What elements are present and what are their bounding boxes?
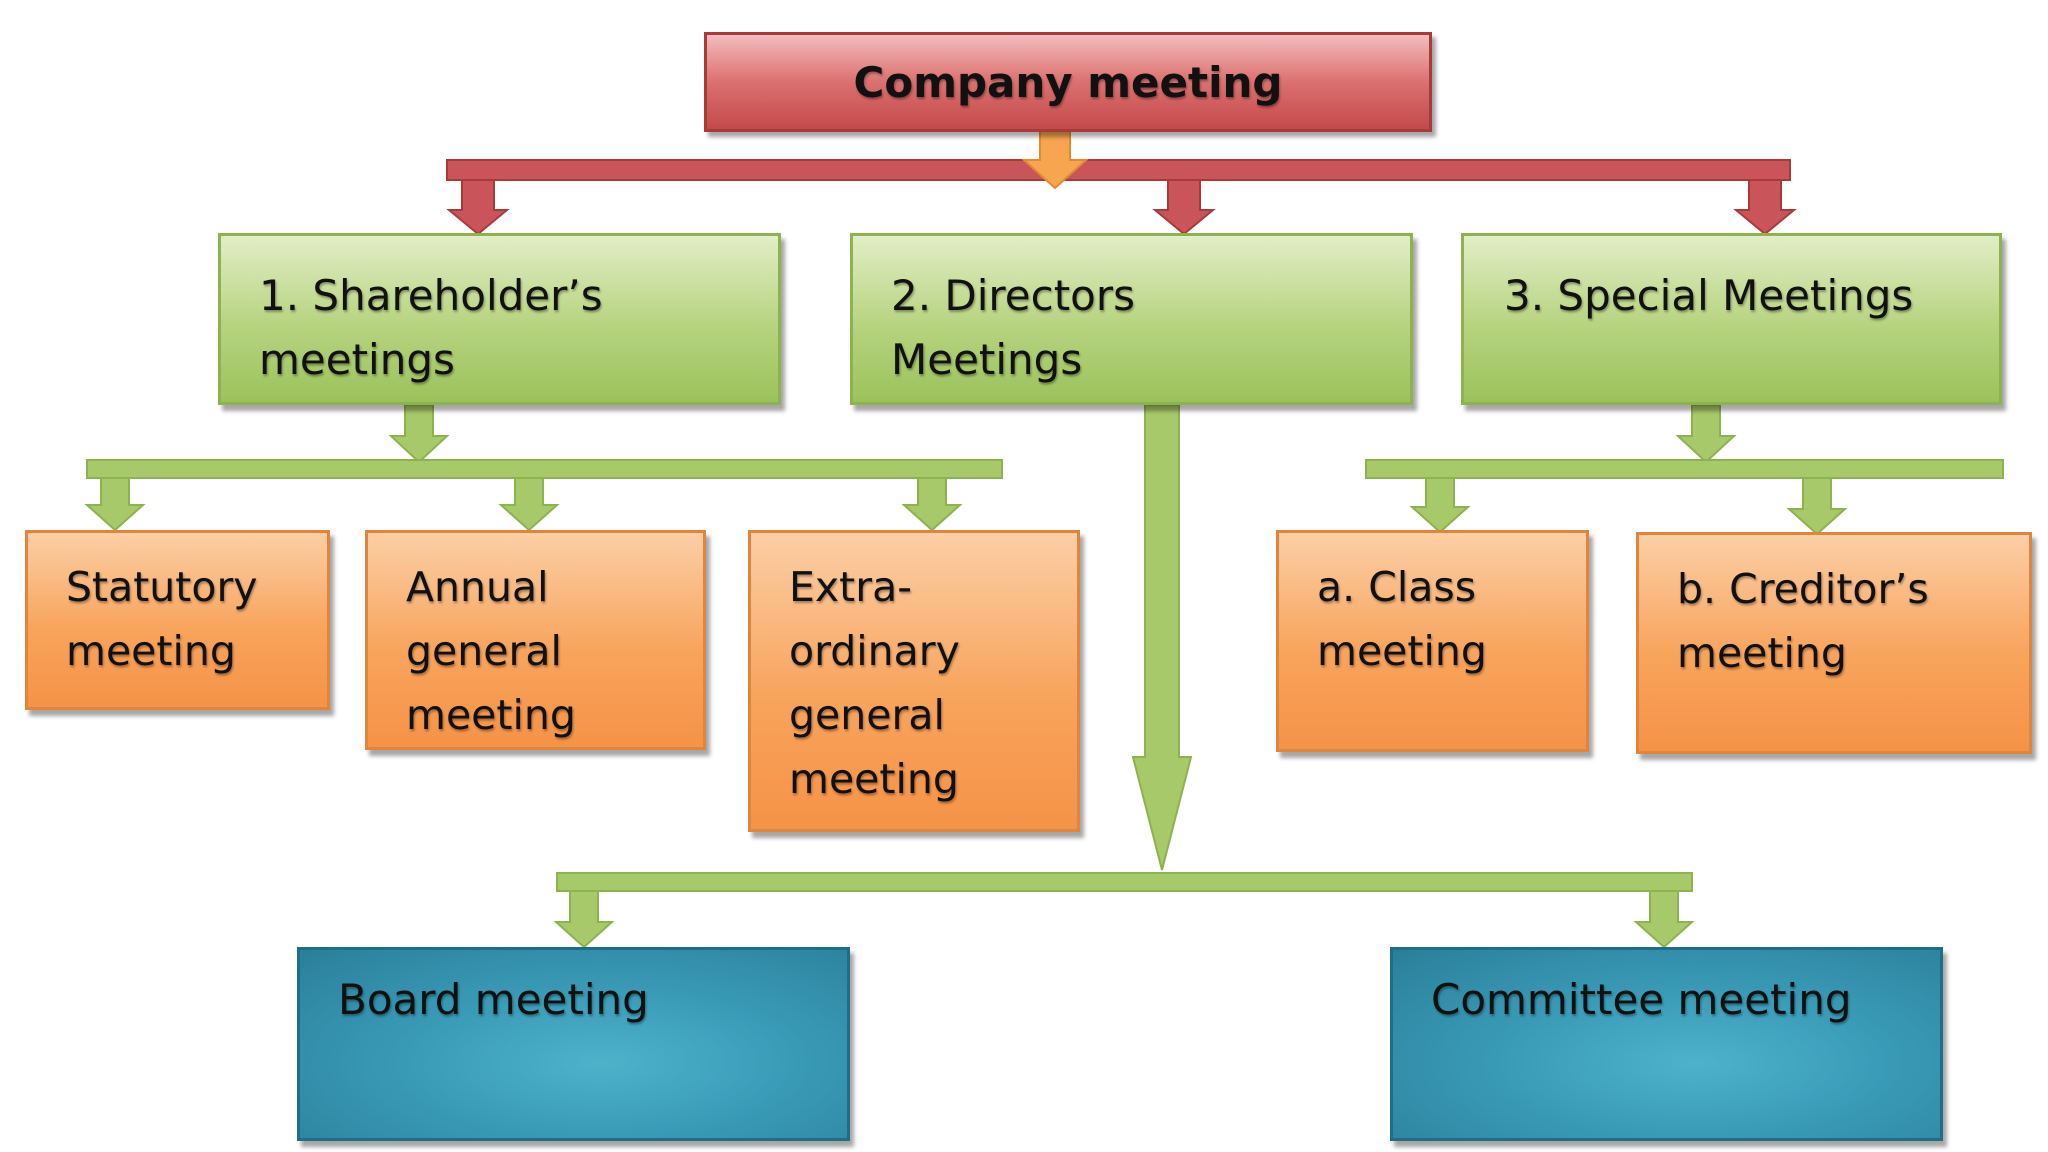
arrow-to-committee (1633, 890, 1695, 949)
shareholders-label: 1. Shareholder’s meetings (259, 271, 603, 384)
arrow-to-board (553, 890, 615, 949)
node-annual-general-meeting: Annual general meeting (365, 530, 706, 750)
directors-label: 2. Directors Meetings (891, 271, 1136, 384)
node-directors-meetings: 2. Directors Meetings (850, 233, 1413, 405)
director-bus-line (556, 872, 1693, 892)
arrow-to-extra (901, 477, 963, 532)
arrow-to-special (1733, 179, 1797, 236)
extraordinary-label: Extra- ordinary general meeting (789, 563, 960, 803)
annual-label: Annual general meeting (406, 563, 576, 739)
node-special-meetings: 3. Special Meetings (1461, 233, 2002, 405)
special-bus-line (1365, 459, 2004, 479)
red-bus-line (446, 159, 1791, 181)
node-class-meeting: a. Class meeting (1276, 530, 1589, 752)
shareholder-connectors (84, 404, 1003, 532)
root-connectors (446, 127, 1797, 236)
root-down-arrow (1021, 127, 1089, 190)
arrow-from-directors (1131, 404, 1193, 871)
root-node-company-meeting: Company meeting (704, 32, 1432, 132)
arrow-from-shareholders (388, 404, 450, 464)
board-label: Board meeting (338, 975, 649, 1024)
arrow-to-creditor (1786, 477, 1848, 536)
node-statutory-meeting: Statutory meeting (25, 530, 330, 710)
node-creditors-meeting: b. Creditor’s meeting (1636, 532, 2032, 754)
statutory-label: Statutory meeting (66, 563, 258, 675)
committee-label: Committee meeting (1431, 975, 1852, 1024)
node-shareholders-meetings: 1. Shareholder’s meetings (218, 233, 781, 405)
arrow-to-class (1409, 477, 1471, 534)
root-label: Company meeting (853, 57, 1283, 107)
creditors-label: b. Creditor’s meeting (1677, 565, 1929, 677)
arrow-to-statutory (84, 477, 146, 532)
node-board-meeting: Board meeting (297, 947, 850, 1141)
special-label: 3. Special Meetings (1504, 271, 1914, 320)
director-connectors (553, 404, 1695, 949)
arrow-from-special (1675, 404, 1737, 464)
shareholder-bus-line (86, 459, 1003, 479)
arrow-to-shareholders (446, 179, 510, 236)
node-committee-meeting: Committee meeting (1390, 947, 1943, 1141)
arrow-to-directors (1152, 179, 1216, 236)
special-connectors (1365, 404, 2004, 536)
node-extraordinary-general-meeting: Extra- ordinary general meeting (748, 530, 1080, 832)
arrow-to-annual (498, 477, 560, 532)
class-label: a. Class meeting (1317, 563, 1487, 675)
